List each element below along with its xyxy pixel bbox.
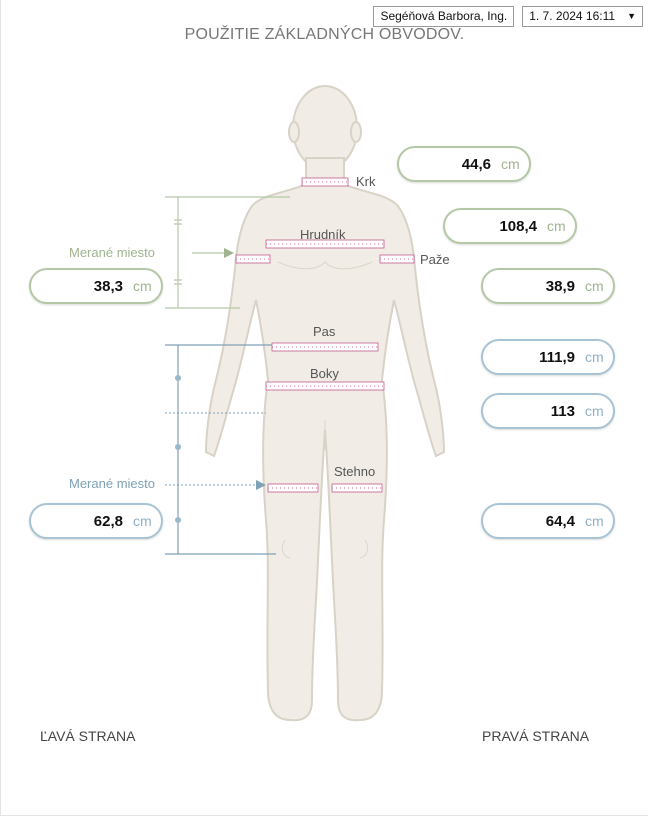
page-title: POUŽITIE ZÁKLADNÝCH OBVODOV.	[184, 26, 465, 43]
value-pas-number: 111,9	[539, 348, 575, 366]
date-value: 1. 7. 2024 16:11	[529, 9, 616, 23]
label-merane-miesto-upper: Merané miesto	[69, 245, 155, 260]
value-hrudnik-number: 108,4	[499, 217, 537, 235]
value-stehno-right[interactable]: 64,4 cm	[481, 503, 615, 539]
value-paze-left[interactable]: 38,3 cm	[29, 268, 163, 304]
value-pas[interactable]: 111,9 cm	[481, 339, 615, 375]
label-hrudnik: Hrudník	[300, 227, 346, 242]
label-boky: Boky	[310, 366, 339, 381]
value-boky[interactable]: 113 cm	[481, 393, 615, 429]
label-pas: Pas	[313, 324, 336, 339]
value-paze-right-number: 38,9	[545, 277, 575, 295]
value-stehno-left-number: 62,8	[93, 512, 123, 530]
value-boky-unit: cm	[585, 403, 604, 419]
left-side-label: ĽAVÁ STRANA	[40, 728, 136, 744]
date-select[interactable]: 1. 7. 2024 16:11 ▼	[522, 6, 643, 27]
value-stehno-left-unit: cm	[133, 513, 152, 529]
value-paze-left-number: 38,3	[93, 277, 123, 295]
header-bar: Segéňová Barbora, Ing. 1. 7. 2024 16:11 …	[373, 6, 643, 27]
right-side-label: PRAVÁ STRANA	[482, 728, 590, 744]
chevron-down-icon[interactable]: ▼	[627, 11, 636, 21]
value-paze-right-unit: cm	[585, 278, 604, 294]
user-name: Segéňová Barbora, Ing.	[373, 6, 515, 27]
value-paze-left-unit: cm	[133, 278, 152, 294]
value-krk-number: 44,6	[461, 155, 491, 173]
value-boky-number: 113	[550, 402, 575, 420]
value-hrudnik-unit: cm	[547, 218, 566, 234]
value-paze-right[interactable]: 38,9 cm	[481, 268, 615, 304]
label-merane-miesto-lower: Merané miesto	[69, 476, 155, 491]
value-stehno-right-number: 64,4	[545, 512, 575, 530]
value-krk[interactable]: 44,6 cm	[397, 146, 531, 182]
value-pas-unit: cm	[585, 349, 604, 365]
value-krk-unit: cm	[501, 156, 520, 172]
label-paze: Paže	[420, 252, 450, 267]
label-krk: Krk	[356, 174, 376, 189]
label-stehno: Stehno	[334, 464, 376, 479]
value-stehno-left[interactable]: 62,8 cm	[29, 503, 163, 539]
value-hrudnik[interactable]: 108,4 cm	[443, 208, 577, 244]
value-stehno-right-unit: cm	[585, 513, 604, 529]
